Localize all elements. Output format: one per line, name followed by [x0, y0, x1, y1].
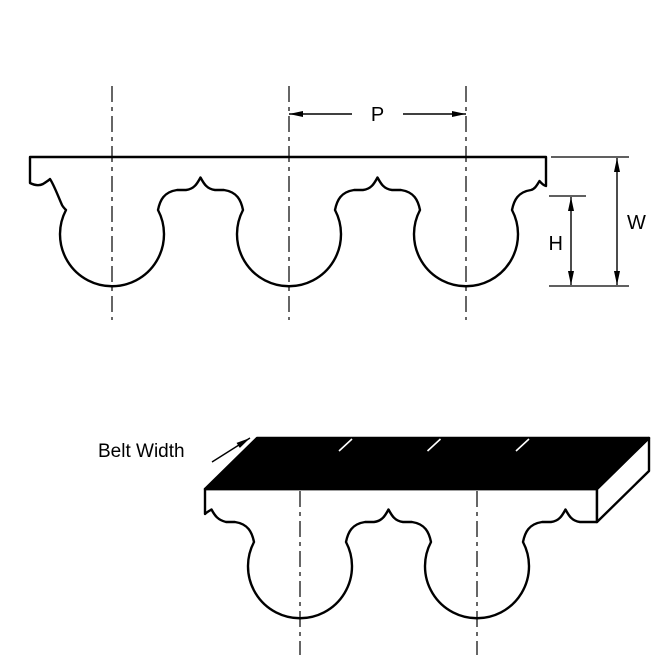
profile-view: P W H — [28, 86, 646, 320]
top-surface-centerline-mark — [338, 438, 353, 452]
top-surface-centerline-mark — [426, 438, 442, 452]
belt-width-arrow — [211, 437, 251, 463]
belt-top-surface — [203, 436, 651, 491]
belt-profile-shape — [28, 155, 548, 288]
top-surface-centerline-mark — [515, 438, 530, 452]
belt-front-profile — [203, 487, 599, 620]
pitch-label: P — [371, 104, 384, 126]
h-label: H — [549, 233, 563, 255]
belt-width-label: Belt Width — [98, 441, 185, 462]
isometric-view: Belt Width — [98, 436, 651, 655]
w-label: W — [627, 212, 646, 234]
